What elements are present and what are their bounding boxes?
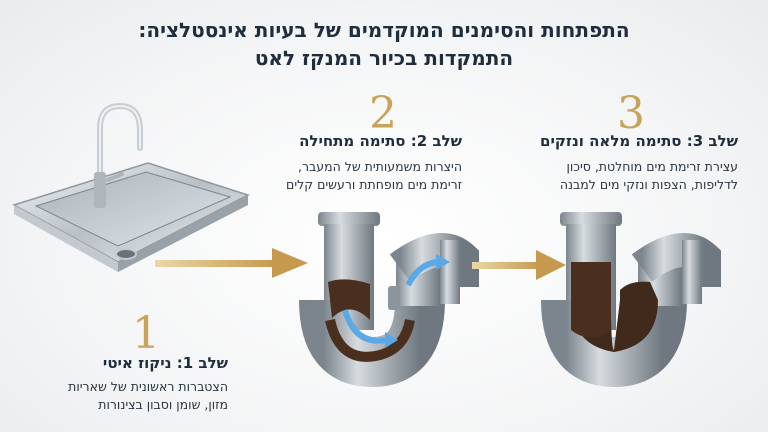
pipe-full-clog: [541, 212, 721, 388]
title-line-2: התמקדות בכיור המנקז לאט: [254, 46, 514, 70]
stage-2-title: שלב 2: סתימה מתחילה: [299, 132, 462, 150]
stage-1-number: 1: [132, 308, 160, 359]
stage-3-title: שלב 3: סתימה מלאה ונזקים: [540, 132, 738, 150]
stage-2-desc-line-1: היצרות משמעותית של המעבר,: [298, 159, 462, 174]
arrow-stage-1-to-2: [155, 248, 308, 278]
stage-3-number: 3: [617, 88, 645, 139]
stage-3-desc-line-2: לדליפות, הצפות ונזקי מים למבנה: [559, 177, 738, 192]
sink-illustration: [12, 102, 250, 272]
stage-2-desc-line-2: זרימת מים מופחתת ורעשים קלים: [286, 177, 462, 192]
title-line-1: התפתחות והסימנים המוקדמים של בעיות אינסט…: [138, 18, 630, 42]
pipe-partial-clog: [299, 212, 479, 388]
stage-2-number: 2: [369, 88, 397, 139]
stage-1-desc-line-1: הצטברות ראשונית של שאריות: [68, 379, 228, 394]
stage-1-title: שלב 1: ניקוז איטי: [102, 354, 228, 372]
arrow-stage-2-to-3: [472, 250, 566, 280]
stage-3-desc-line-1: עצירת זרימת מים מוחלטת, סיכון: [566, 159, 738, 174]
stage-1-desc-line-2: מזון, שומן וסבון בצינורות: [98, 397, 228, 412]
